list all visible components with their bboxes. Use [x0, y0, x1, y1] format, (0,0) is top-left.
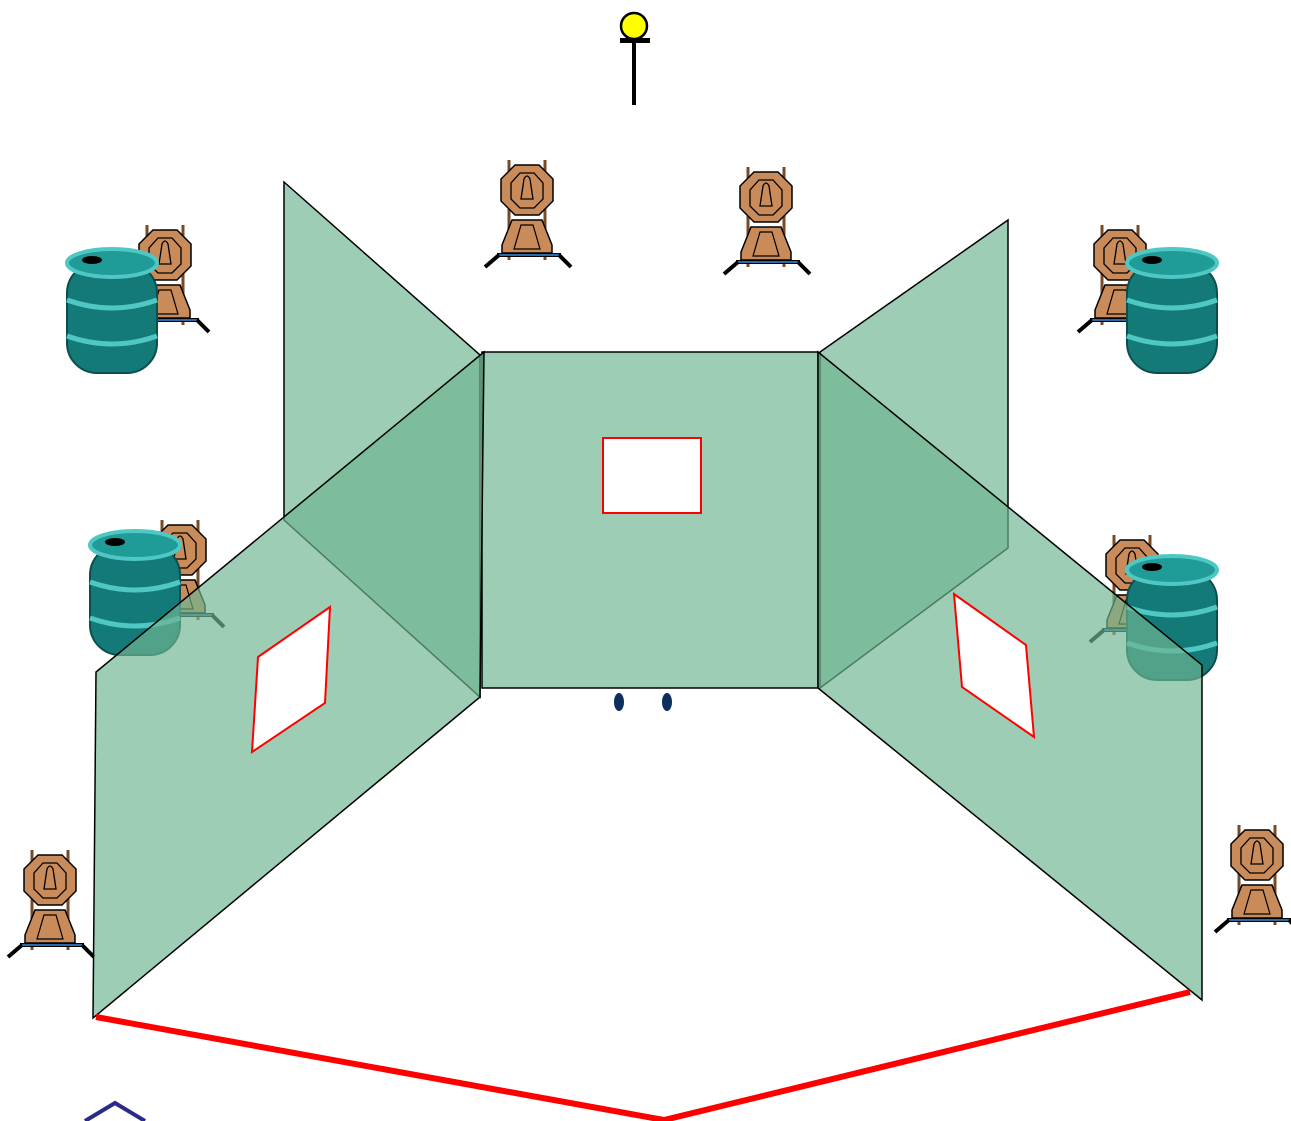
fault-line — [95, 989, 1191, 1121]
start-position-marker-icon — [619, 11, 650, 105]
cardboard-target-icon — [722, 165, 812, 276]
shooter-footprints-icon — [614, 693, 672, 711]
left-port — [250, 605, 332, 754]
barrel-icon — [1127, 249, 1217, 373]
chevron-up-icon — [83, 1100, 147, 1121]
cardboard-target-icon — [1213, 823, 1291, 934]
right-port — [952, 591, 1036, 740]
barrel-icon — [67, 249, 157, 373]
center-wall — [481, 351, 819, 689]
cardboard-target-icon — [6, 848, 96, 959]
cardboard-target-icon — [483, 158, 573, 269]
center-port — [602, 437, 702, 514]
